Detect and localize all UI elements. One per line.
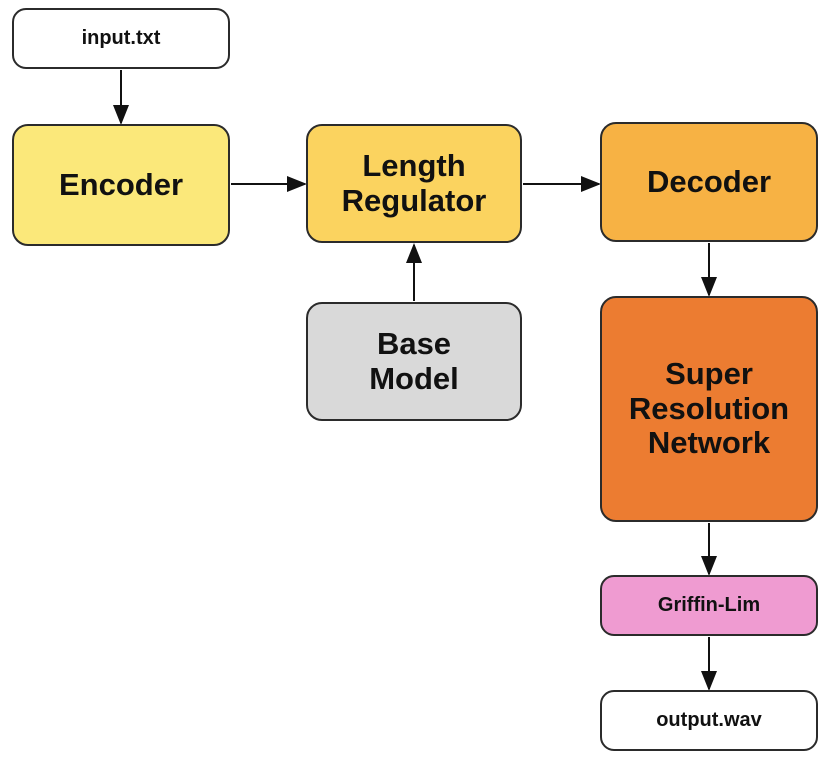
griffin-lim-node: Griffin-Lim [600,575,818,636]
super-resolution-network-node: Super Resolution Network [600,296,818,522]
encoder-node: Encoder [12,124,230,246]
length-regulator-node: Length Regulator [306,124,522,243]
input-node: input.txt [12,8,230,69]
decoder-node: Decoder [600,122,818,242]
base-model-node: Base Model [306,302,522,421]
output-node: output.wav [600,690,818,751]
